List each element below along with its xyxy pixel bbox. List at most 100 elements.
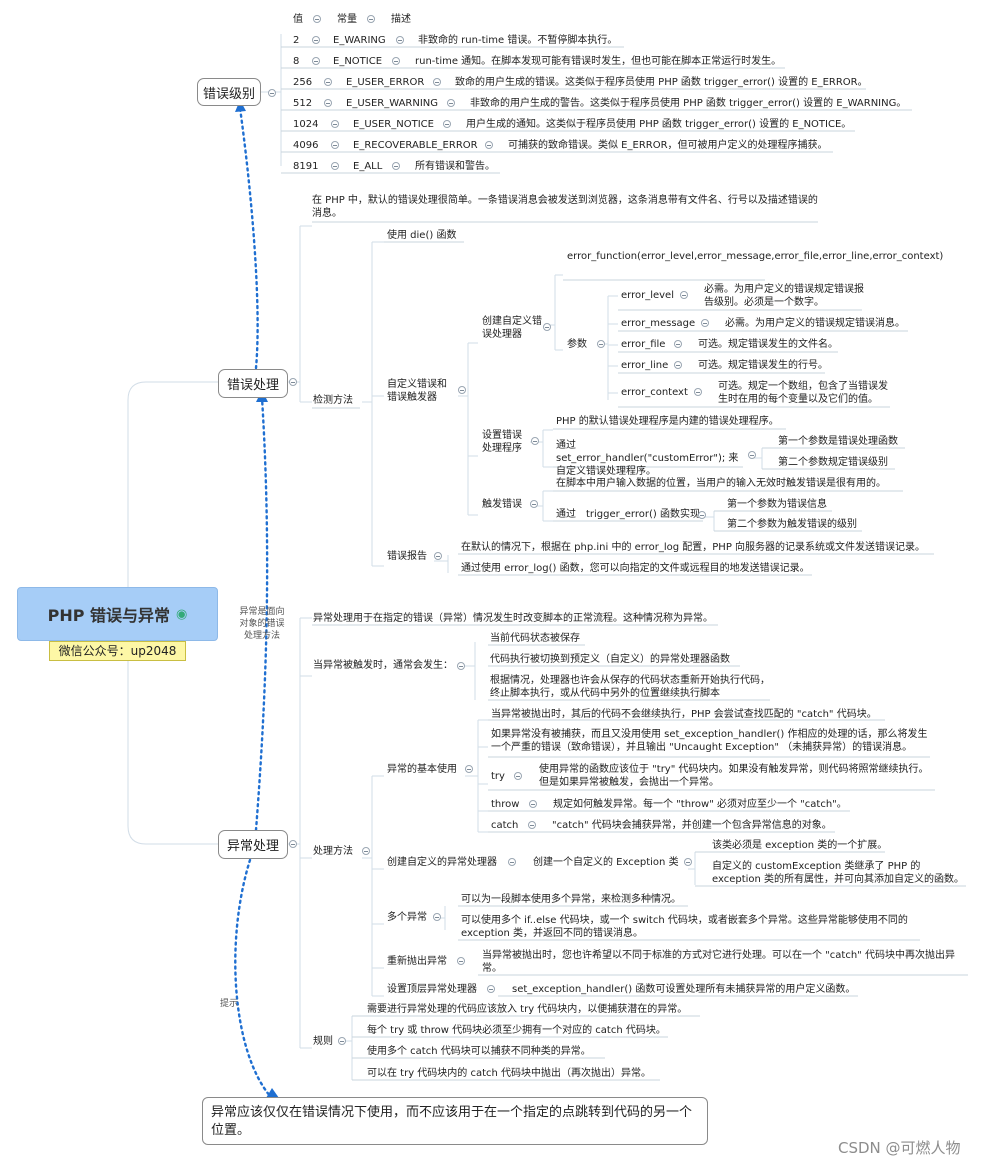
collapse-icon[interactable] bbox=[313, 15, 321, 23]
collapse-icon[interactable] bbox=[514, 772, 522, 780]
level-desc: 致命的用户生成的错误。这类似于程序员使用 PHP 函数 trigger_erro… bbox=[455, 77, 868, 88]
handling-method: 处理方法 bbox=[313, 846, 353, 857]
collapse-icon[interactable] bbox=[457, 662, 465, 670]
level-constant: E_USER_WARNING bbox=[346, 98, 439, 109]
tip-edge-label: 提示 bbox=[220, 999, 239, 1009]
collapse-icon[interactable] bbox=[674, 340, 682, 348]
collapse-icon[interactable] bbox=[324, 78, 332, 86]
custom-exception-handler: 创建自定义的异常处理器 bbox=[387, 857, 497, 868]
collapse-icon[interactable] bbox=[433, 78, 441, 86]
report-item: 通过使用 error_log() 函数，您可以向指定的文件或远程目的地发送错误记… bbox=[461, 563, 810, 574]
use-die: 使用 die() 函数 bbox=[387, 230, 457, 241]
collapse-icon[interactable] bbox=[392, 57, 400, 65]
rule-item: 每个 try 或 throw 代码块必须至少拥有一个对应的 catch 代码块。 bbox=[367, 1025, 666, 1036]
collapse-icon[interactable] bbox=[331, 141, 339, 149]
rules-label: 规则 bbox=[313, 1036, 333, 1047]
header-value: 值 bbox=[293, 14, 303, 25]
first-param: 第一个参数是错误处理函数 bbox=[778, 436, 898, 447]
param-name: error_line bbox=[621, 360, 669, 371]
param-desc: 必需。为用户定义的错误规定错误消息。 bbox=[725, 318, 905, 329]
trigger-error-label: 触发错误 bbox=[482, 499, 522, 510]
collapse-icon[interactable] bbox=[434, 552, 442, 560]
collapse-icon[interactable] bbox=[528, 821, 536, 829]
multi-item: 可以使用多个 if..else 代码块，或一个 switch 代码块，或者嵌套多… bbox=[461, 915, 908, 939]
eh-intro: 在 PHP 中，默认的错误处理很简单。一条错误消息会被发送到浏览器，这条消息带有… bbox=[312, 195, 818, 219]
error-report-label: 错误报告 bbox=[387, 551, 427, 562]
multi-item: 可以为一段脚本使用多个异常，来检测多种情况。 bbox=[461, 894, 681, 905]
catch-label: catch bbox=[491, 820, 519, 831]
collapse-icon[interactable] bbox=[701, 319, 709, 327]
param-name: error_level bbox=[621, 290, 674, 301]
collapse-icon[interactable] bbox=[362, 847, 370, 855]
set-handler-label: 设置错误处理程序 bbox=[482, 430, 522, 454]
collapse-icon[interactable] bbox=[487, 985, 495, 993]
param-desc: 可选。规定错误发生的行号。 bbox=[698, 360, 828, 371]
watermark: CSDN @可燃人物 bbox=[838, 1139, 961, 1157]
create-custom-handler: 创建自定义错误处理器 bbox=[482, 316, 542, 340]
when-item: 根据情况，处理器也许会从保存的代码状态重新开始执行代码，终止脚本执行，或从代码中… bbox=[490, 675, 770, 699]
level-value: 8 bbox=[293, 56, 300, 67]
tip-box[interactable]: 异常应该仅仅在错误情况下使用，而不应该用于在一个指定的点跳转到代码的另一个位置。 bbox=[202, 1097, 708, 1145]
level-desc: 可捕获的致命错误。类似 E_ERROR，但可被用户定义的处理程序捕获。 bbox=[508, 140, 828, 151]
collapse-icon[interactable] bbox=[443, 120, 451, 128]
level-constant: E_NOTICE bbox=[333, 56, 383, 67]
collapse-icon[interactable] bbox=[458, 386, 466, 394]
level-constant: E_ALL bbox=[353, 161, 383, 172]
collapse-icon[interactable] bbox=[289, 840, 297, 848]
collapse-icon[interactable] bbox=[531, 437, 539, 445]
collapse-icon[interactable] bbox=[312, 36, 320, 44]
multiple-exceptions: 多个异常 bbox=[387, 912, 427, 923]
collapse-icon[interactable] bbox=[698, 511, 706, 519]
collapse-icon[interactable] bbox=[529, 800, 537, 808]
collapse-icon[interactable] bbox=[312, 57, 320, 65]
collapse-icon[interactable] bbox=[457, 957, 465, 965]
level-constant: E_RECOVERABLE_ERROR bbox=[353, 140, 478, 151]
collapse-icon[interactable] bbox=[268, 89, 276, 97]
collapse-icon[interactable] bbox=[465, 765, 473, 773]
error-handling-node[interactable]: 错误处理 bbox=[218, 369, 288, 398]
set-handler-desc: 通过 set_error_handler("customError"); 来自定… bbox=[556, 440, 739, 477]
collapse-icon[interactable] bbox=[392, 162, 400, 170]
exc-when: 当异常被触发时，通常会发生： bbox=[313, 660, 453, 671]
level-value: 1024 bbox=[293, 119, 319, 130]
param-name: error_context bbox=[621, 387, 688, 398]
exc-intro: 异常处理用于在指定的错误（异常）情况发生时改变脚本的正常流程。这种情况称为异常。 bbox=[313, 613, 713, 624]
level-value: 8191 bbox=[293, 161, 319, 172]
collapse-icon[interactable] bbox=[324, 99, 332, 107]
collapse-icon[interactable] bbox=[485, 141, 493, 149]
collapse-icon[interactable] bbox=[597, 340, 605, 348]
error-levels-node[interactable]: 错误级别 bbox=[197, 78, 261, 106]
collapse-icon[interactable] bbox=[694, 388, 702, 396]
collapse-icon[interactable] bbox=[530, 500, 538, 508]
collapse-icon[interactable] bbox=[331, 120, 339, 128]
collapse-icon[interactable] bbox=[338, 1037, 346, 1045]
collapse-icon[interactable] bbox=[680, 291, 688, 299]
collapse-icon[interactable] bbox=[433, 913, 441, 921]
root-node[interactable]: PHP 错误与异常◉ bbox=[17, 587, 218, 641]
param-desc: 可选。规定一个数组，包含了当错误发生时在用的每个变量以及它们的值。 bbox=[718, 381, 888, 405]
basic-usage: 异常的基本使用 bbox=[387, 764, 457, 775]
root-title: PHP 错误与异常 bbox=[47, 606, 171, 625]
level-constant: E_USER_ERROR bbox=[346, 77, 425, 88]
param-desc: 必需。为用户定义的错误规定错误报告级别。必须是一个数字。 bbox=[704, 284, 864, 308]
collapse-icon[interactable] bbox=[289, 378, 297, 386]
collapse-icon[interactable] bbox=[684, 858, 692, 866]
collapse-icon[interactable] bbox=[447, 99, 455, 107]
collapse-icon[interactable] bbox=[543, 323, 551, 331]
wechat-badge: 微信公众号：up2048 bbox=[49, 641, 186, 661]
collapse-icon[interactable] bbox=[367, 15, 375, 23]
exception-handling-node[interactable]: 异常处理 bbox=[218, 830, 288, 859]
level-value: 512 bbox=[293, 98, 313, 109]
custom-error-trigger: 自定义错误和错误触发器 bbox=[387, 379, 447, 403]
basic-item: 如果异常没有被捕获，而且又没用使用 set_exception_handler(… bbox=[491, 729, 928, 753]
level-value: 2 bbox=[293, 35, 300, 46]
collapse-icon[interactable] bbox=[748, 451, 756, 459]
rethrow-desc: 当异常被抛出时，您也许希望以不同于标准的方式对它进行处理。可以在一个 "catc… bbox=[482, 950, 955, 974]
collapse-icon[interactable] bbox=[396, 36, 404, 44]
custom-class: 创建一个自定义的 Exception 类 bbox=[533, 857, 679, 868]
collapse-icon[interactable] bbox=[331, 162, 339, 170]
collapse-icon[interactable] bbox=[508, 858, 516, 866]
collapse-icon[interactable] bbox=[674, 361, 682, 369]
top-desc: set_exception_handler() 函数可设置处理所有未捕获异常的用… bbox=[512, 984, 856, 995]
trigger-func: 通过 trigger_error() 函数实现 bbox=[556, 509, 700, 520]
